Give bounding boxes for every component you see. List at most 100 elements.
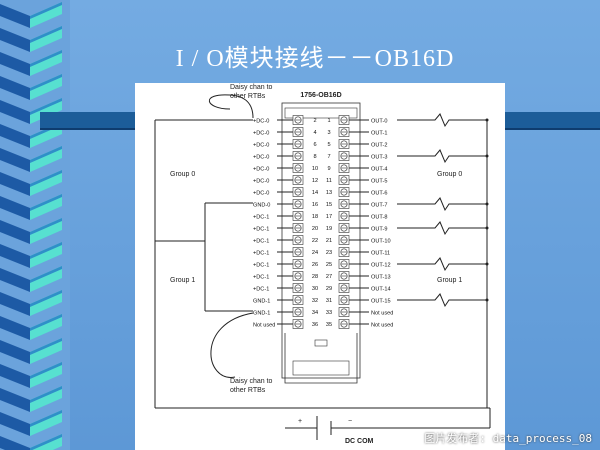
supply-plus: + — [298, 418, 302, 425]
left-pin-number: 12 — [312, 178, 318, 184]
left-terminal-label: +DC-0 — [253, 119, 269, 125]
left-terminal-label: +DC-0 — [253, 155, 269, 161]
load-symbol — [397, 149, 489, 164]
left-terminal-label: GND-0 — [253, 203, 270, 209]
right-terminal-label: OUT-1 — [371, 131, 387, 137]
daisy-top-loop — [208, 94, 254, 119]
left-pin-number: 32 — [312, 298, 318, 304]
right-terminal-label: OUT-11 — [371, 251, 390, 257]
terminal-row: +DC-1 30 29 OUT-14 — [253, 283, 391, 293]
right-terminal-label: Not used — [371, 311, 393, 317]
left-terminal-label: +DC-1 — [253, 215, 269, 221]
right-terminal-label: OUT-15 — [371, 299, 391, 305]
left-pin-number: 28 — [312, 274, 318, 280]
left-pin-number: 2 — [313, 118, 316, 124]
left-terminal-label: +DC-0 — [253, 143, 269, 149]
left-pin-number: 4 — [313, 130, 316, 136]
right-terminal-label: OUT-12 — [371, 263, 391, 269]
left-pin-number: 36 — [312, 322, 318, 328]
terminal-row: +DC-0 10 9 OUT-4 — [253, 163, 387, 173]
right-terminal-label: OUT-3 — [371, 155, 387, 161]
left-terminal-label: +DC-0 — [253, 179, 269, 185]
right-pin-number: 35 — [326, 322, 332, 328]
right-terminal-label: OUT-10 — [371, 239, 391, 245]
right-pin-number: 29 — [326, 286, 332, 292]
load-symbol — [397, 197, 489, 212]
terminal-row: +DC-0 14 13 OUT-6 — [253, 187, 387, 197]
terminal-row: +DC-1 20 19 OUT-9 — [253, 223, 387, 233]
terminal-row: +DC-1 22 21 OUT-10 — [253, 235, 391, 245]
right-pin-number: 23 — [326, 250, 332, 256]
right-pin-number: 9 — [327, 166, 330, 172]
right-pin-number: 19 — [326, 226, 332, 232]
left-terminal-label: +DC-0 — [253, 131, 269, 137]
right-terminal-label: OUT-0 — [371, 119, 387, 125]
left-terminal-label: +DC-1 — [253, 239, 269, 245]
left-pin-number: 26 — [312, 262, 318, 268]
group1-right-label: Group 1 — [437, 277, 462, 284]
left-pin-number: 24 — [312, 250, 318, 256]
right-terminal-label: OUT-6 — [371, 191, 387, 197]
load-symbol — [397, 221, 489, 236]
right-terminal-label: OUT-13 — [371, 275, 391, 281]
right-pin-number: 25 — [326, 262, 332, 268]
right-pin-number: 13 — [326, 190, 332, 196]
module-header-box — [284, 107, 358, 119]
left-terminal-label: +DC-1 — [253, 287, 269, 293]
daisy-bottom-loop — [210, 312, 254, 378]
daisy-bottom-label-line2: other RTBs — [230, 387, 266, 394]
left-pin-number: 20 — [312, 226, 318, 232]
group1-left-label: Group 1 — [170, 277, 195, 284]
right-terminal-label: OUT-8 — [371, 215, 387, 221]
group0-left-label: Group 0 — [170, 171, 195, 178]
load-symbol — [397, 257, 489, 272]
right-pin-number: 3 — [327, 130, 330, 136]
right-pin-number: 7 — [327, 154, 330, 160]
terminal-row: +DC-1 26 25 OUT-12 — [253, 259, 391, 269]
right-terminal-label: OUT-14 — [371, 287, 391, 293]
left-terminal-label: +DC-0 — [253, 167, 269, 173]
right-pin-number: 21 — [326, 238, 332, 244]
terminal-row: +DC-0 4 3 OUT-1 — [253, 127, 387, 137]
right-pin-number: 31 — [326, 298, 332, 304]
left-pin-number: 14 — [312, 190, 318, 196]
spiral-binding-decoration — [0, 0, 70, 450]
right-terminal-label: OUT-2 — [371, 143, 387, 149]
left-terminal-label: +DC-1 — [253, 227, 269, 233]
left-terminal-label: +DC-1 — [253, 263, 269, 269]
right-pin-number: 33 — [326, 310, 332, 316]
left-pin-number: 22 — [312, 238, 318, 244]
right-pin-number: 17 — [326, 214, 332, 220]
right-terminal-label: OUT-4 — [371, 167, 387, 173]
right-pin-number: 5 — [327, 142, 330, 148]
right-terminal-label: Not used — [371, 323, 393, 329]
right-pin-number: 11 — [326, 178, 332, 184]
left-terminal-label: +DC-0 — [253, 191, 269, 197]
load-symbol — [397, 293, 489, 308]
daisy-top-label-line1: Daisy chan to — [230, 84, 273, 91]
right-terminal-label: OUT-7 — [371, 203, 387, 209]
right-pin-number: 15 — [326, 202, 332, 208]
left-pin-number: 30 — [312, 286, 318, 292]
module-name: 1756-OB16D — [300, 92, 341, 99]
module-tab — [314, 339, 328, 347]
left-pin-number: 16 — [312, 202, 318, 208]
right-terminal-label: OUT-9 — [371, 227, 387, 233]
supply-minus: − — [348, 418, 352, 425]
left-pin-number: 10 — [312, 166, 318, 172]
right-pin-number: 27 — [326, 274, 332, 280]
daisy-bottom-label-line1: Daisy chan to — [230, 378, 273, 385]
